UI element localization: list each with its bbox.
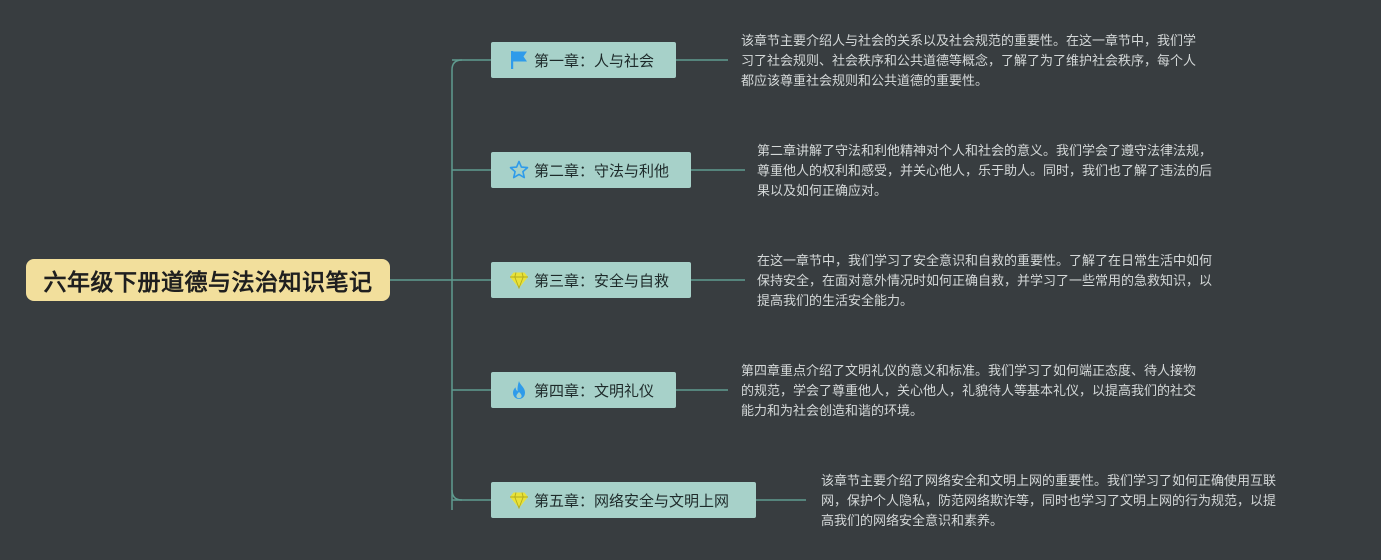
note-line: 习了社会规则、社会秩序和公共道德等概念，了解了为了维护社会秩序，每个人 — [741, 54, 1197, 69]
chapter-node-1[interactable]: 第一章：人与社会 — [491, 42, 676, 78]
diamond-icon — [509, 490, 529, 510]
trunk-corner-bottom — [451, 489, 463, 501]
chapter-label-4: 第四章：文明礼仪 — [534, 381, 655, 400]
chapter-node-3[interactable]: 第三章：安全与自救 — [491, 262, 691, 298]
diamond-icon — [509, 270, 529, 290]
flame-icon — [509, 380, 529, 400]
note-line: 果以及如何正确应对。 — [757, 184, 888, 199]
note-line: 提高我们的生活安全能力。 — [757, 294, 914, 309]
chapter-note-2: 第二章讲解了守法和利他精神对个人和社会的意义。我们学会了遵守法律法规， 尊重他人… — [757, 142, 1212, 202]
note-line: 高我们的网络安全意识和素养。 — [821, 514, 1004, 529]
note-line: 第四章重点介绍了文明礼仪的意义和标准。我们学习了如何端正态度、待人接物 — [741, 364, 1197, 379]
note-line: 第二章讲解了守法和利他精神对个人和社会的意义。我们学会了遵守法律法规， — [757, 144, 1213, 159]
note-line: 的规范，学会了尊重他人，关心他人，礼貌待人等基本礼仪，以提高我们的社交 — [741, 384, 1197, 399]
chapter-label-1: 第一章：人与社会 — [534, 51, 655, 70]
root-topic[interactable]: 六年级下册道德与法治知识笔记 — [26, 259, 390, 301]
flag-icon — [509, 50, 529, 70]
chapter-node-4[interactable]: 第四章：文明礼仪 — [491, 372, 676, 408]
note-line: 尊重他人的权利和感受，并关心他人，乐于助人。同时，我们也了解了违法的后 — [757, 164, 1213, 179]
star-outline-icon — [509, 160, 529, 180]
chapter-label-2: 第二章：守法与利他 — [534, 161, 670, 180]
note-line: 该章节主要介绍了网络安全和文明上网的重要性。我们学习了如何正确使用互联 — [821, 474, 1277, 489]
trunk-corner-top — [451, 59, 463, 71]
note-line: 该章节主要介绍人与社会的关系以及社会规范的重要性。在这一章节中，我们学 — [741, 34, 1197, 49]
note-line: 能力和为社会创造和谐的环境。 — [741, 404, 924, 419]
note-line: 网，保护个人隐私，防范网络欺诈等，同时也学习了文明上网的行为规范，以提 — [821, 494, 1277, 509]
chapter-label-5: 第五章：网络安全与文明上网 — [534, 491, 730, 510]
root-title: 六年级下册道德与法治知识笔记 — [43, 270, 373, 296]
note-line: 保持安全，在面对意外情况时如何正确自救，并学习了一些常用的急救知识，以 — [757, 274, 1213, 289]
chapter-note-1: 该章节主要介绍人与社会的关系以及社会规范的重要性。在这一章节中，我们学 习了社会… — [741, 32, 1196, 92]
chapter-label-3: 第三章：安全与自救 — [534, 271, 670, 290]
chapter-node-5[interactable]: 第五章：网络安全与文明上网 — [491, 482, 756, 518]
chapter-note-5: 该章节主要介绍了网络安全和文明上网的重要性。我们学习了如何正确使用互联 网，保护… — [821, 472, 1276, 532]
note-line: 在这一章节中，我们学习了安全意识和自救的重要性。了解了在日常生活中如何 — [757, 254, 1213, 269]
chapter-note-3: 在这一章节中，我们学习了安全意识和自救的重要性。了解了在日常生活中如何 保持安全… — [757, 252, 1212, 312]
chapter-node-2[interactable]: 第二章：守法与利他 — [491, 152, 691, 188]
chapter-note-4: 第四章重点介绍了文明礼仪的意义和标准。我们学习了如何端正态度、待人接物 的规范，… — [741, 362, 1196, 422]
note-line: 都应该尊重社会规则和公共道德的重要性。 — [741, 74, 989, 89]
